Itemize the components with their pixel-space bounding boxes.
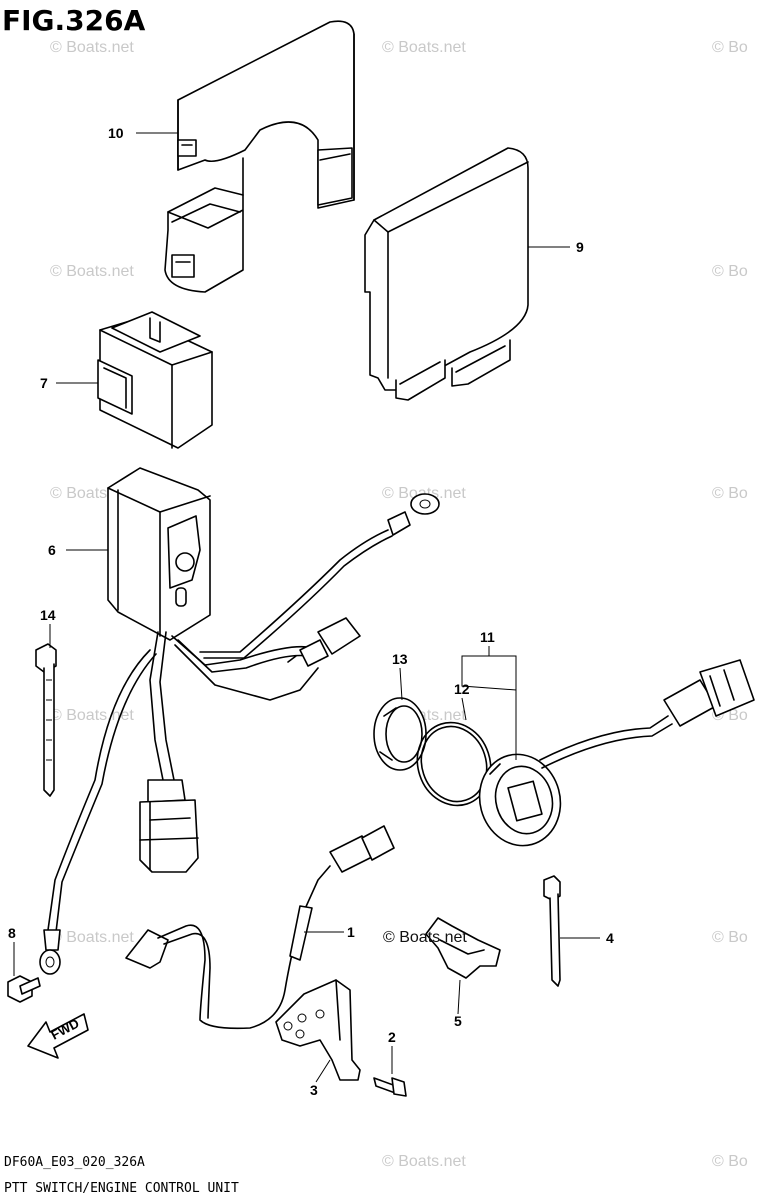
callout-8: 8 [8, 925, 16, 941]
leader-lines [13, 132, 600, 1083]
watermark: © Boats.net [50, 707, 134, 724]
watermark: © Bo [712, 263, 748, 280]
callout-3: 3 [310, 1082, 318, 1098]
part-10-ecu-cover[interactable] [164, 20, 355, 293]
watermark: © Boats.net [50, 39, 134, 56]
watermark: © Boats.net [50, 263, 134, 280]
callout-12: 12 [454, 681, 470, 697]
callout-1: 1 [347, 924, 355, 940]
part-11-ptt-switch[interactable] [469, 659, 755, 855]
fwd-arrow: FWD [27, 1013, 89, 1059]
callout-10: 10 [108, 125, 124, 141]
part-14-cable-tie[interactable] [35, 643, 57, 797]
part-13-switch-nut[interactable] [373, 697, 427, 771]
figure-title: FIG.326A [2, 4, 146, 37]
callout-4: 4 [606, 930, 614, 946]
callout-9: 9 [576, 239, 584, 255]
callout-11: 11 [480, 629, 495, 645]
callout-5: 5 [454, 1013, 462, 1029]
watermark: © Boats.net [50, 929, 134, 946]
watermark: © Boats.net [382, 1153, 466, 1170]
part-5-clamp[interactable] [425, 917, 501, 979]
part-12-o-ring[interactable] [407, 713, 501, 815]
part-6-relay-harness[interactable] [39, 467, 440, 975]
watermark: © Bo [712, 929, 748, 946]
part-2-bolt[interactable] [373, 1077, 407, 1097]
callout-14: 14 [40, 607, 56, 623]
watermark: © Bo [712, 39, 748, 56]
watermark: © Bo [712, 485, 748, 502]
part-9-ecu[interactable] [364, 147, 529, 401]
part-4-cable-tie[interactable] [543, 875, 561, 987]
callouts: 10 9 7 6 14 8 1 2 3 4 5 13 12 11 [8, 125, 614, 1098]
callout-13: 13 [392, 651, 408, 667]
callout-6: 6 [48, 542, 56, 558]
part-1-lead-wire[interactable] [125, 825, 395, 1030]
callout-2: 2 [388, 1029, 396, 1045]
figure-code: DF60A_E03_020_326A [4, 1155, 145, 1170]
watermark: © Bo [712, 1153, 748, 1170]
figure-caption: PTT SWITCH/ENGINE CONTROL UNIT [4, 1181, 239, 1196]
part-3-bracket[interactable] [275, 979, 361, 1081]
watermark-inline: © Boats.net [383, 929, 467, 946]
watermarks: © Boats.net © Boats.net © Bo © Boats.net… [50, 39, 748, 1170]
part-7-relay-cover[interactable] [97, 311, 213, 449]
part-8-bolt[interactable] [7, 975, 41, 1003]
callout-7: 7 [40, 375, 48, 391]
watermark: © Boats.net [382, 39, 466, 56]
